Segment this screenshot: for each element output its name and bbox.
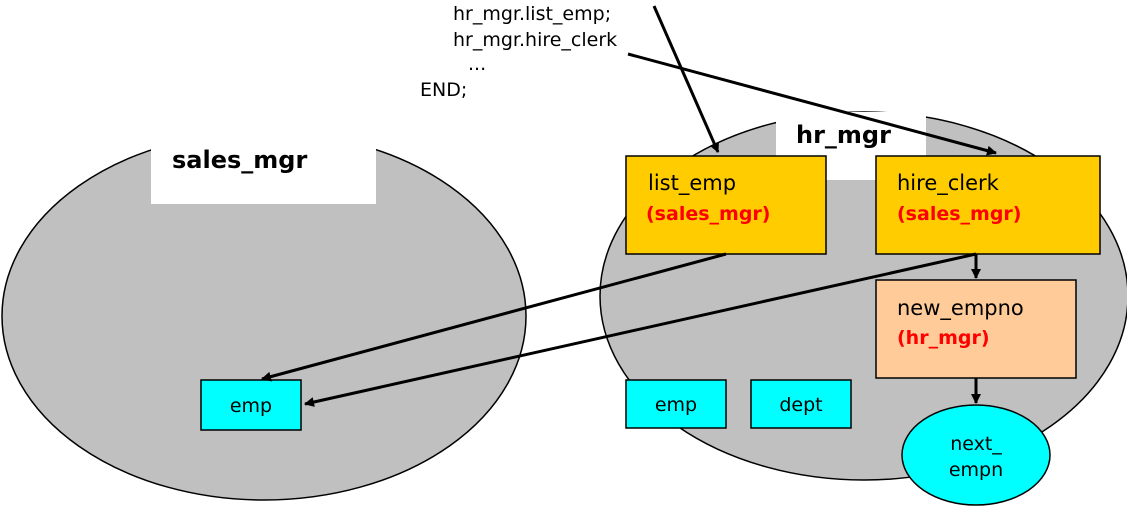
code-line-list-emp: hr_mgr.list_emp; [453,3,611,25]
sales-mgr-label-box [151,128,376,204]
code-line-ellipsis: ... [468,53,486,75]
arrow-code-to-hire-clerk [627,52,997,156]
hire-clerk-procedure-box [875,155,1101,255]
code-line-end: END; [420,79,467,101]
arrow-hire-clerk-to-sales-emp [304,252,977,407]
new-empno-name: new_empno [897,296,1024,321]
hr-mgr-label: hr_mgr [796,121,891,149]
next-empno-sequence-ellipse [901,404,1051,506]
sequence-label-line1: next_ [950,433,1002,455]
hr-dept-table-label: dept [779,394,822,416]
arrow-code-to-list-emp [652,5,720,153]
hr-dept-table-box [750,379,852,429]
sequence-label-line2: empn [949,459,1003,481]
hr-emp-table-box [625,379,727,429]
list-emp-owner: (sales_mgr) [646,203,770,225]
hr-emp-table-label: emp [655,394,697,416]
hire-clerk-owner: (sales_mgr) [897,203,1021,225]
hire-clerk-name: hire_clerk [897,171,1000,196]
sales-mgr-label: sales_mgr [172,146,307,174]
new-empno-owner: (hr_mgr) [897,327,990,349]
list-emp-name: list_emp [648,171,736,196]
arrow-list-emp-to-sales-emp [261,252,727,382]
sales-emp-table-box [200,379,302,431]
list-emp-procedure-box [625,155,827,255]
code-line-hire-clerk: hr_mgr.hire_clerk [453,29,617,51]
sales-emp-table-label: emp [230,395,272,417]
